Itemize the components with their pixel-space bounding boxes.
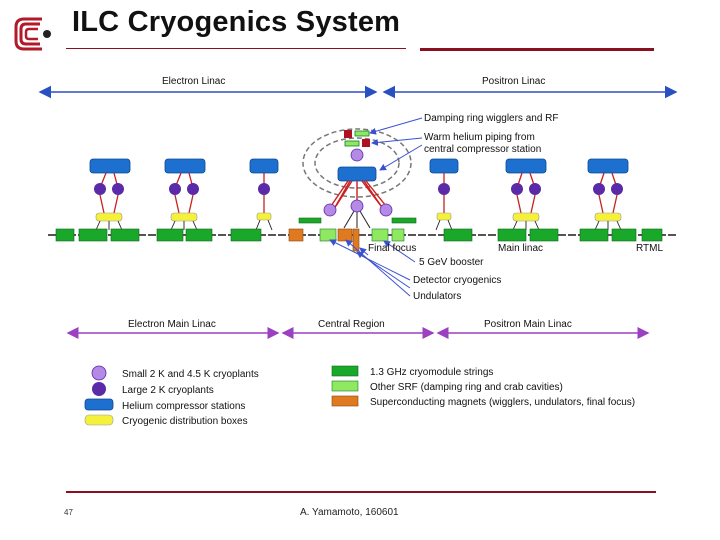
footer-author: A. Yamamoto, 160601	[300, 507, 399, 518]
callout-warm-helium-1: Warm helium piping from	[424, 132, 535, 143]
positron-station-3	[587, 158, 629, 231]
legend-large-cryoplant-swatch	[92, 382, 106, 396]
legend-sc-magnets-swatch	[331, 395, 359, 407]
positron-station-2	[505, 158, 547, 231]
damping-rf-green	[354, 130, 370, 137]
ilc-logo	[14, 17, 51, 51]
electron-linac-label: Electron Linac	[162, 76, 225, 87]
electron-station-3	[249, 158, 279, 231]
legend-small-cryoplant-swatch	[91, 365, 107, 381]
callout-final-focus: Final focus	[368, 243, 416, 254]
legend-large-cryoplant-label: Large 2 K cryoplants	[122, 385, 214, 396]
callout-undulators: Undulators	[413, 291, 461, 302]
callout-booster: 5 GeV booster	[419, 257, 484, 268]
footer-rule	[66, 491, 656, 493]
legend-distribution-swatch	[84, 414, 114, 426]
legend-cryomodule-swatch	[331, 365, 359, 377]
legend-compressor-label: Helium compressor stations	[122, 401, 245, 412]
central-piping	[329, 180, 389, 217]
positron-station-1	[429, 158, 459, 231]
legend-other-srf-label: Other SRF (damping ring and crab cavitie…	[370, 382, 563, 393]
legend-other-srf-swatch	[331, 380, 359, 392]
central-small-cryoplant-left	[323, 203, 337, 217]
legend-small-cryoplant-label: Small 2 K and 4.5 K cryoplants	[122, 369, 259, 380]
central-small-cryoplant-mid	[350, 199, 364, 213]
damping-wiggler-red	[362, 139, 370, 147]
damping-ring-outer	[302, 128, 412, 198]
central-srf-modules	[319, 228, 405, 242]
callout-damping: Damping ring wigglers and RF	[424, 113, 559, 124]
legend-sc-magnets-label: Superconducting magnets (wigglers, undul…	[370, 397, 635, 408]
electron-station-2	[164, 158, 206, 231]
callout-lines	[329, 117, 423, 297]
cryomodule-strings	[55, 228, 663, 242]
positron-linac-label: Positron Linac	[482, 76, 545, 87]
legend-cryomodule-label: 1.3 GHz cryomodule strings	[370, 367, 493, 378]
booster-module	[352, 228, 360, 252]
slide-title: ILC Cryogenics System	[72, 6, 401, 38]
title-rule-left	[66, 48, 406, 49]
central-compressor	[337, 166, 377, 182]
title-rule-right	[420, 48, 654, 51]
central-distribution-left	[298, 217, 322, 224]
central-region-label: Central Region	[318, 319, 385, 330]
legend-compressor-swatch	[84, 398, 114, 411]
page-number: 47	[64, 508, 73, 517]
central-sc-magnets	[288, 228, 353, 242]
callout-warm-helium-2: central compressor station	[424, 144, 541, 155]
legend-distribution-label: Cryogenic distribution boxes	[122, 416, 248, 427]
central-distribution-right	[391, 217, 417, 224]
electron-station-1	[89, 158, 131, 231]
damping-ring-inner	[314, 137, 400, 189]
damping-ring-cryoplant	[350, 148, 364, 162]
callout-detector: Detector cryogenics	[413, 275, 501, 286]
positron-main-label: Positron Main Linac	[484, 319, 572, 330]
damping-wiggler-green	[344, 140, 360, 147]
central-small-cryoplant-right	[379, 203, 393, 217]
callout-main-linac: Main linac	[498, 243, 543, 254]
callout-rtml: RTML	[636, 243, 663, 254]
damping-rf-red	[344, 130, 352, 138]
electron-main-label: Electron Main Linac	[128, 319, 216, 330]
